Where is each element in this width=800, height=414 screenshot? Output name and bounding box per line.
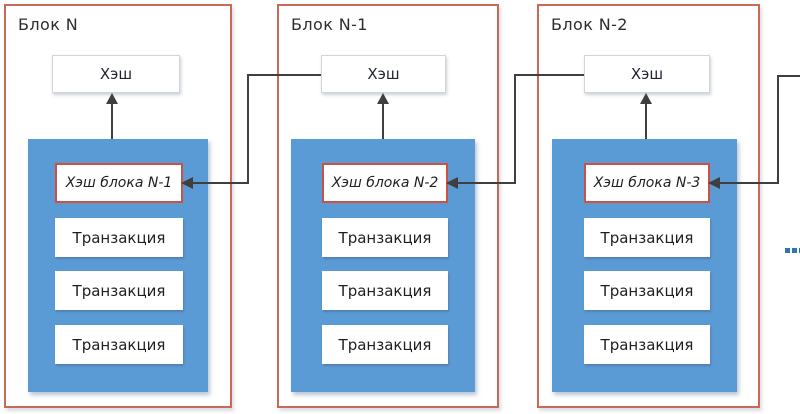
arrow-line-up: [382, 104, 384, 139]
transaction-box: Транзакция: [322, 325, 448, 364]
hash-label: Хэш: [630, 65, 664, 83]
block-n-1: Блок N-1 Хэш Хэш блока N-2 Транзакция Тр…: [277, 4, 499, 408]
prev-hash-label: Хэш блока N-3: [593, 175, 701, 191]
connector-line: [247, 74, 249, 184]
transaction-box: Транзакция: [584, 271, 710, 310]
transaction-label: Транзакция: [338, 335, 432, 354]
arrow-up-icon: [377, 93, 389, 104]
prev-hash-label: Хэш блока N-2: [331, 175, 439, 191]
transaction-box: Транзакция: [322, 218, 448, 257]
prev-hash-box: Хэш блока N-1: [55, 163, 183, 203]
block-title: Блок N-2: [551, 15, 628, 34]
arrow-up-icon: [106, 93, 118, 104]
block-title: Блок N-1: [291, 15, 368, 34]
transaction-box: Транзакция: [55, 325, 183, 364]
transaction-label: Транзакция: [600, 228, 694, 247]
transaction-box: Транзакция: [55, 271, 183, 310]
arrow-line-up: [645, 104, 647, 139]
transaction-box: Транзакция: [322, 271, 448, 310]
transaction-box: Транзакция: [55, 218, 183, 257]
connector-line: [514, 74, 584, 76]
block-n: Блок N Хэш Хэш блока N-1 Транзакция Тран…: [4, 4, 232, 408]
connector-line: [720, 182, 779, 184]
transaction-box: Транзакция: [584, 325, 710, 364]
prev-hash-box: Хэш блока N-3: [584, 163, 710, 203]
prev-hash-box: Хэш блока N-2: [322, 163, 448, 203]
hash-box: Хэш: [52, 55, 180, 93]
ellipsis-dot: [792, 248, 797, 253]
block-title: Блок N: [18, 15, 79, 34]
arrow-left-icon: [446, 177, 458, 189]
arrow-line-up: [111, 104, 113, 139]
ellipsis-dot: [785, 248, 790, 253]
block-body: Хэш блока N-3 Транзакция Транзакция Тран…: [552, 139, 737, 392]
transaction-label: Транзакция: [600, 335, 694, 354]
connector-line: [193, 182, 249, 184]
hash-label: Хэш: [367, 65, 400, 83]
arrow-up-icon: [640, 93, 652, 104]
connector-line: [247, 74, 321, 76]
hash-box: Хэш: [321, 55, 446, 93]
transaction-label: Транзакция: [338, 281, 432, 300]
block-n-2: Блок N-2 Хэш Хэш блока N-3 Транзакция Тр…: [537, 4, 760, 408]
transaction-label: Транзакция: [338, 228, 432, 247]
connector-line: [514, 74, 516, 184]
block-body: Хэш блока N-1 Транзакция Транзакция Тран…: [28, 139, 208, 392]
hash-label: Хэш: [99, 65, 133, 83]
connector-line: [777, 75, 779, 184]
transaction-label: Транзакция: [72, 228, 166, 247]
transaction-label: Транзакция: [72, 335, 166, 354]
transaction-box: Транзакция: [584, 218, 710, 257]
hash-box: Хэш: [584, 55, 710, 93]
prev-hash-label: Хэш блока N-1: [65, 175, 173, 191]
arrow-left-icon: [181, 177, 193, 189]
arrow-left-icon: [708, 177, 720, 189]
transaction-label: Транзакция: [72, 281, 166, 300]
transaction-label: Транзакция: [600, 281, 694, 300]
block-body: Хэш блока N-2 Транзакция Транзакция Тран…: [291, 139, 475, 392]
connector-line: [777, 75, 800, 77]
connector-line: [458, 182, 516, 184]
